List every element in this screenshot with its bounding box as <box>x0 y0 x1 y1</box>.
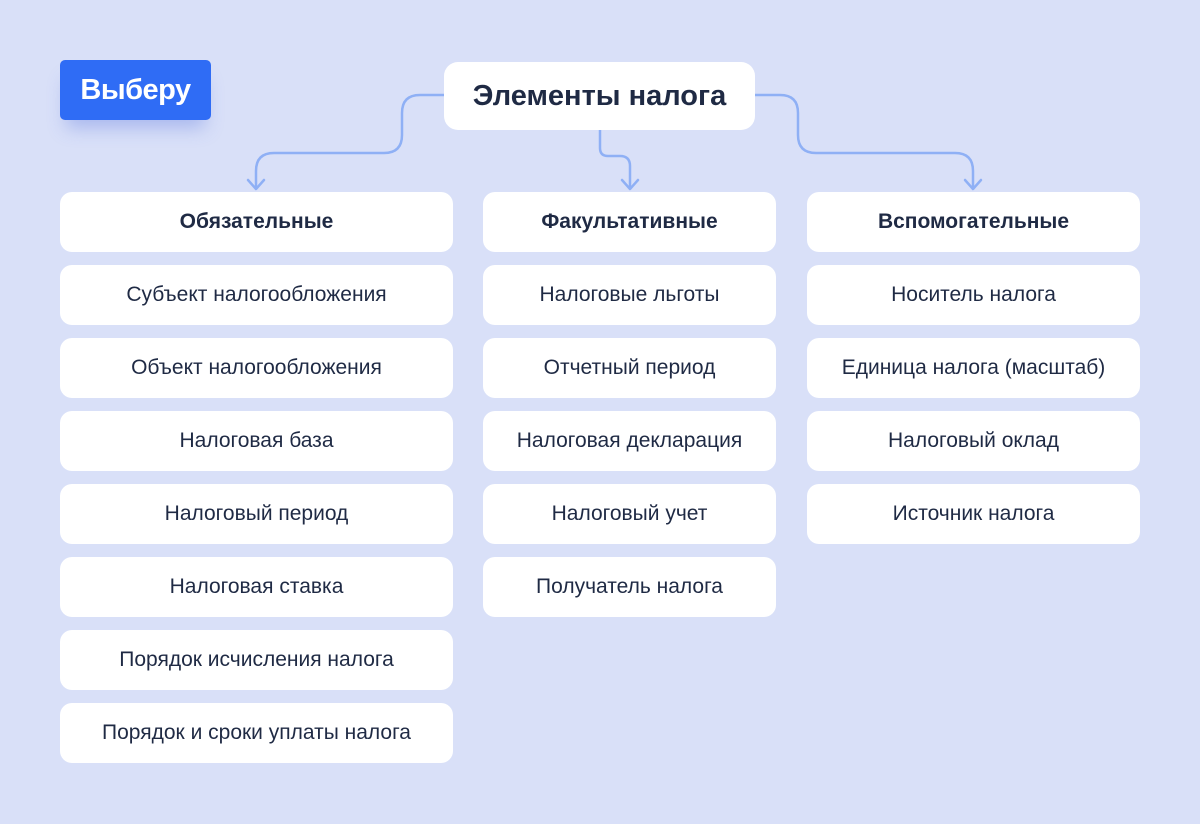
column-header: Факультативные <box>483 192 776 252</box>
column-header: Вспомогательные <box>807 192 1140 252</box>
list-item: Порядок исчисления налога <box>60 630 453 690</box>
column-mandatory: Обязательные Субъект налогообложения Объ… <box>60 192 453 776</box>
list-item: Субъект налогообложения <box>60 265 453 325</box>
column-header: Обязательные <box>60 192 453 252</box>
list-item: Налоговый оклад <box>807 411 1140 471</box>
list-item: Налоговый период <box>60 484 453 544</box>
list-item: Носитель налога <box>807 265 1140 325</box>
diagram-root-node: Элементы налога <box>444 62 755 130</box>
arrowhead-right <box>963 178 983 191</box>
connector-middle <box>598 128 632 190</box>
list-item: Налоговый учет <box>483 484 776 544</box>
column-auxiliary: Вспомогательные Носитель налога Единица … <box>807 192 1140 557</box>
list-item: Объект налогообложения <box>60 338 453 398</box>
list-item: Источник налога <box>807 484 1140 544</box>
list-item: Налоговые льготы <box>483 265 776 325</box>
arrowhead-left <box>246 178 266 191</box>
list-item: Порядок и сроки уплаты налога <box>60 703 453 763</box>
list-item: Получатель налога <box>483 557 776 617</box>
list-item: Единица налога (масштаб) <box>807 338 1140 398</box>
list-item: Налоговая база <box>60 411 453 471</box>
list-item: Отчетный период <box>483 338 776 398</box>
list-item: Налоговая ставка <box>60 557 453 617</box>
column-optional: Факультативные Налоговые льготы Отчетный… <box>483 192 776 630</box>
brand-logo: Выберу <box>60 60 211 120</box>
list-item: Налоговая декларация <box>483 411 776 471</box>
arrowhead-middle <box>620 178 640 191</box>
connector-left <box>254 93 446 190</box>
connector-right <box>753 93 975 190</box>
